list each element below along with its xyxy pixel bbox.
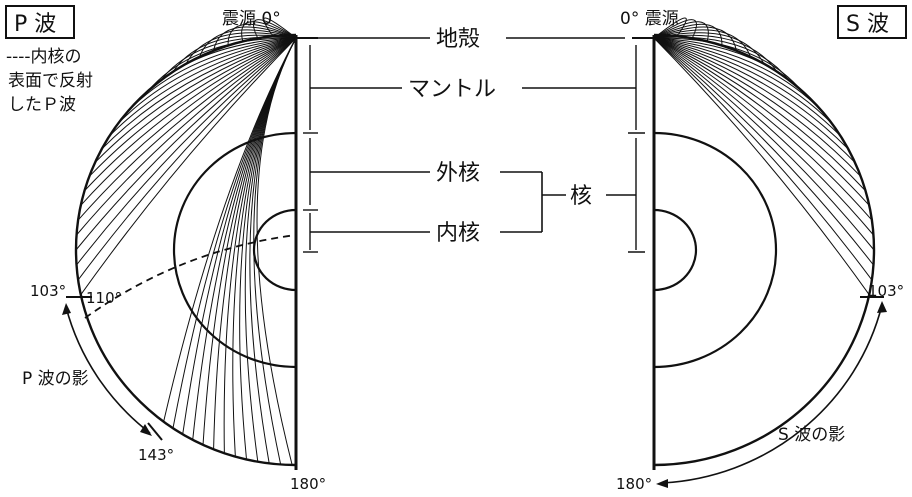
p-angle-110: 110° [86,289,122,307]
s-ray [653,37,862,177]
tick-143-left [147,422,163,441]
right-inner-core-boundary [653,208,698,292]
p-ray [109,37,297,137]
p-ray [249,37,297,464]
s-ray [653,37,873,221]
s-ray [653,37,813,101]
right-earth-surface [653,33,876,467]
p-shadow-label: P 波の影 [22,369,89,389]
p-ray [77,37,297,221]
s-shadow-arrow-top [877,301,887,313]
p-wave-panel: P 波 ----内核の 表面で反射 したＰ波 震源 0° 103° 110° 1… [5,5,326,493]
p-ray [256,37,297,466]
p-ray [75,37,297,251]
p-reflected-ray [84,234,297,319]
s-ray [653,26,737,51]
s-wave-panel: S 波 0° 震源 103° 180° S 波の影 [616,5,907,493]
p-ray [80,37,297,295]
p-shadow-arrow-bottom [140,424,152,436]
s-ray [653,37,802,91]
label-core: 核 [570,184,592,209]
s-title-box [837,5,907,39]
p-ray [227,23,297,46]
p-legend-line1: ----内核の [6,47,82,67]
s-shadow-arc [661,304,883,484]
s-ray [653,21,709,42]
p-wave-rays [75,17,297,466]
p-shadow-arrow-top [62,303,71,315]
p-ray [127,37,297,113]
p-ray [185,32,297,65]
s-ray [653,23,723,46]
s-ray [653,32,765,65]
p-ray [163,37,297,422]
layer-labels: 地殻 マントル 外核 内核 核 [303,27,645,253]
p-ray [76,37,297,266]
p-ray [84,37,297,192]
p-ray [117,37,297,124]
s-ray [653,34,778,73]
p-ray [76,37,297,236]
left-outer-core-boundary [172,131,297,369]
right-outer-core-boundary [653,131,778,369]
p-ray [223,37,297,454]
s-ray [653,37,875,251]
p-ray [77,37,297,281]
s-ray [653,37,849,150]
p-angle-143: 143° [138,446,174,464]
s-ray [653,37,874,236]
p-legend-line3: したＰ波 [8,95,76,115]
p-ray [137,37,297,101]
label-mantle: マントル [408,77,496,102]
s-shadow-label: S 波の影 [778,425,845,445]
p-ray [172,37,297,429]
p-ray [213,26,297,51]
p-shadow-arc [65,306,151,434]
s-shadow-arrow-bottom [656,479,668,488]
p-title-box [5,5,75,39]
s-ray [653,37,841,137]
s-ray [653,37,866,192]
label-outer-core: 外核 [436,161,480,186]
p-ray [94,37,297,163]
s-ray [653,37,870,206]
p-ray [80,37,297,206]
p-ray [253,19,297,39]
s-ray [653,37,833,124]
s-ray [653,37,873,281]
s-epicenter-label: 0° 震源 [620,9,679,29]
s-ray [653,19,697,39]
p-ray [241,21,297,42]
s-ray [653,37,874,266]
left-earth-surface [74,33,297,467]
p-angle-103: 103° [30,282,66,300]
s-title: S 波 [846,12,889,37]
p-ray [101,37,297,150]
s-angle-103: 103° [868,282,904,300]
s-ray [653,37,870,295]
p-angle-180: 180° [290,475,326,493]
p-epicenter-label: 震源 0° [222,9,281,29]
label-crust: 地殻 [436,27,480,52]
left-inner-core-boundary [252,208,297,292]
label-inner-core: 内核 [436,221,480,246]
p-ray [172,34,297,73]
p-title: P 波 [14,12,56,37]
s-ray [653,37,823,113]
p-ray [148,37,297,91]
p-legend-line2: 表面で反射 [8,71,93,91]
p-ray [88,37,297,177]
s-angle-180: 180° [616,475,652,493]
s-wave-rays [653,17,875,295]
s-ray [653,37,856,163]
